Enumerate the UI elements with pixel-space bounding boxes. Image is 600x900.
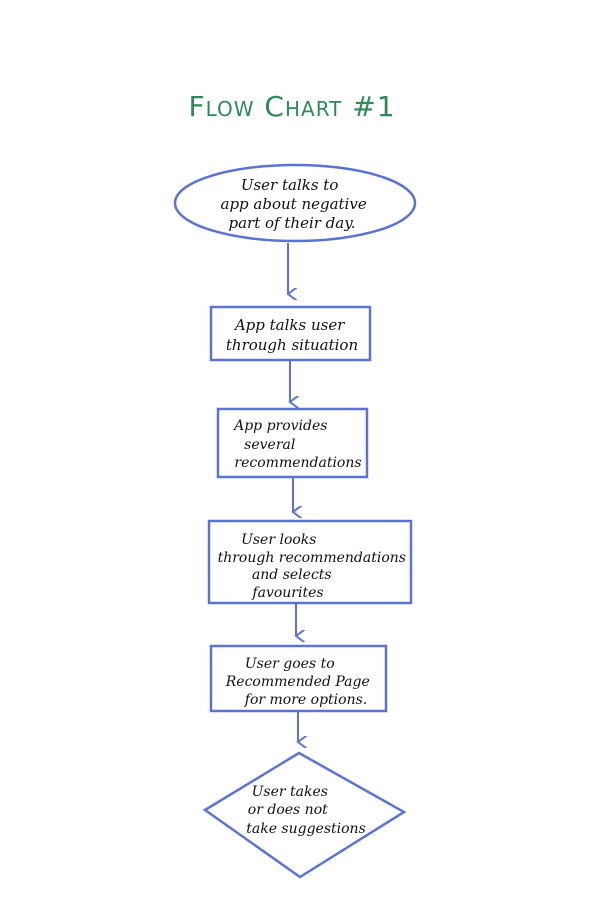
node-4-line-2: through recommendations — [218, 550, 406, 566]
node-6-line-2: or does not — [248, 802, 328, 818]
chart-title: Flow Chart #1 — [188, 90, 395, 123]
svg-text:User talks to app about: User talks to app about negative part of… — [221, 176, 372, 232]
svg-text:User takes or does not: User takes or does not take suggestions — [246, 784, 366, 837]
node-6-line-3: take suggestions — [246, 821, 366, 837]
node-1-line-3: part of their day. — [229, 214, 356, 232]
node-5-line-3: for more options. — [244, 692, 367, 708]
node-4-line-3: and selects — [252, 567, 332, 583]
node-1-line-1: User talks to — [241, 176, 339, 194]
start-ellipse-node: User talks to app about negative part of… — [173, 163, 417, 243]
node-5-line-2: Recommended Page — [225, 674, 370, 690]
process-node-select-favourites: User looks through recommendations and s… — [207, 519, 413, 605]
svg-text:User looks through recom: User looks through recommendations and s… — [218, 532, 411, 601]
node-6-line-1: User takes — [252, 784, 328, 800]
process-node-recommended-page: User goes to Recommended Page for more o… — [209, 644, 388, 713]
svg-text:User goes to Recommended: User goes to Recommended Page for more o… — [225, 656, 374, 708]
node-5-line-1: User goes to — [245, 656, 335, 672]
node-3-line-2: several — [244, 437, 295, 453]
node-3-line-1: App provides — [232, 418, 327, 434]
node-2-line-1: App talks user — [233, 316, 345, 334]
node-2-line-2: through situation — [226, 336, 358, 354]
node-4-line-1: User looks — [241, 532, 316, 548]
process-node-recommendations: App provides several recommendations — [216, 407, 369, 479]
svg-text:App talks user through s: App talks user through situation — [226, 316, 358, 354]
node-3-line-3: recommendations — [234, 455, 361, 471]
node-4-line-4: favourites — [251, 585, 323, 601]
svg-text:App provides several: App provides several recommendations — [232, 418, 362, 471]
decision-diamond-node: User takes or does not take suggestions — [202, 751, 407, 879]
node-1-line-2: app about negative — [221, 195, 367, 213]
process-node-talks-through: App talks user through situation — [209, 305, 372, 362]
